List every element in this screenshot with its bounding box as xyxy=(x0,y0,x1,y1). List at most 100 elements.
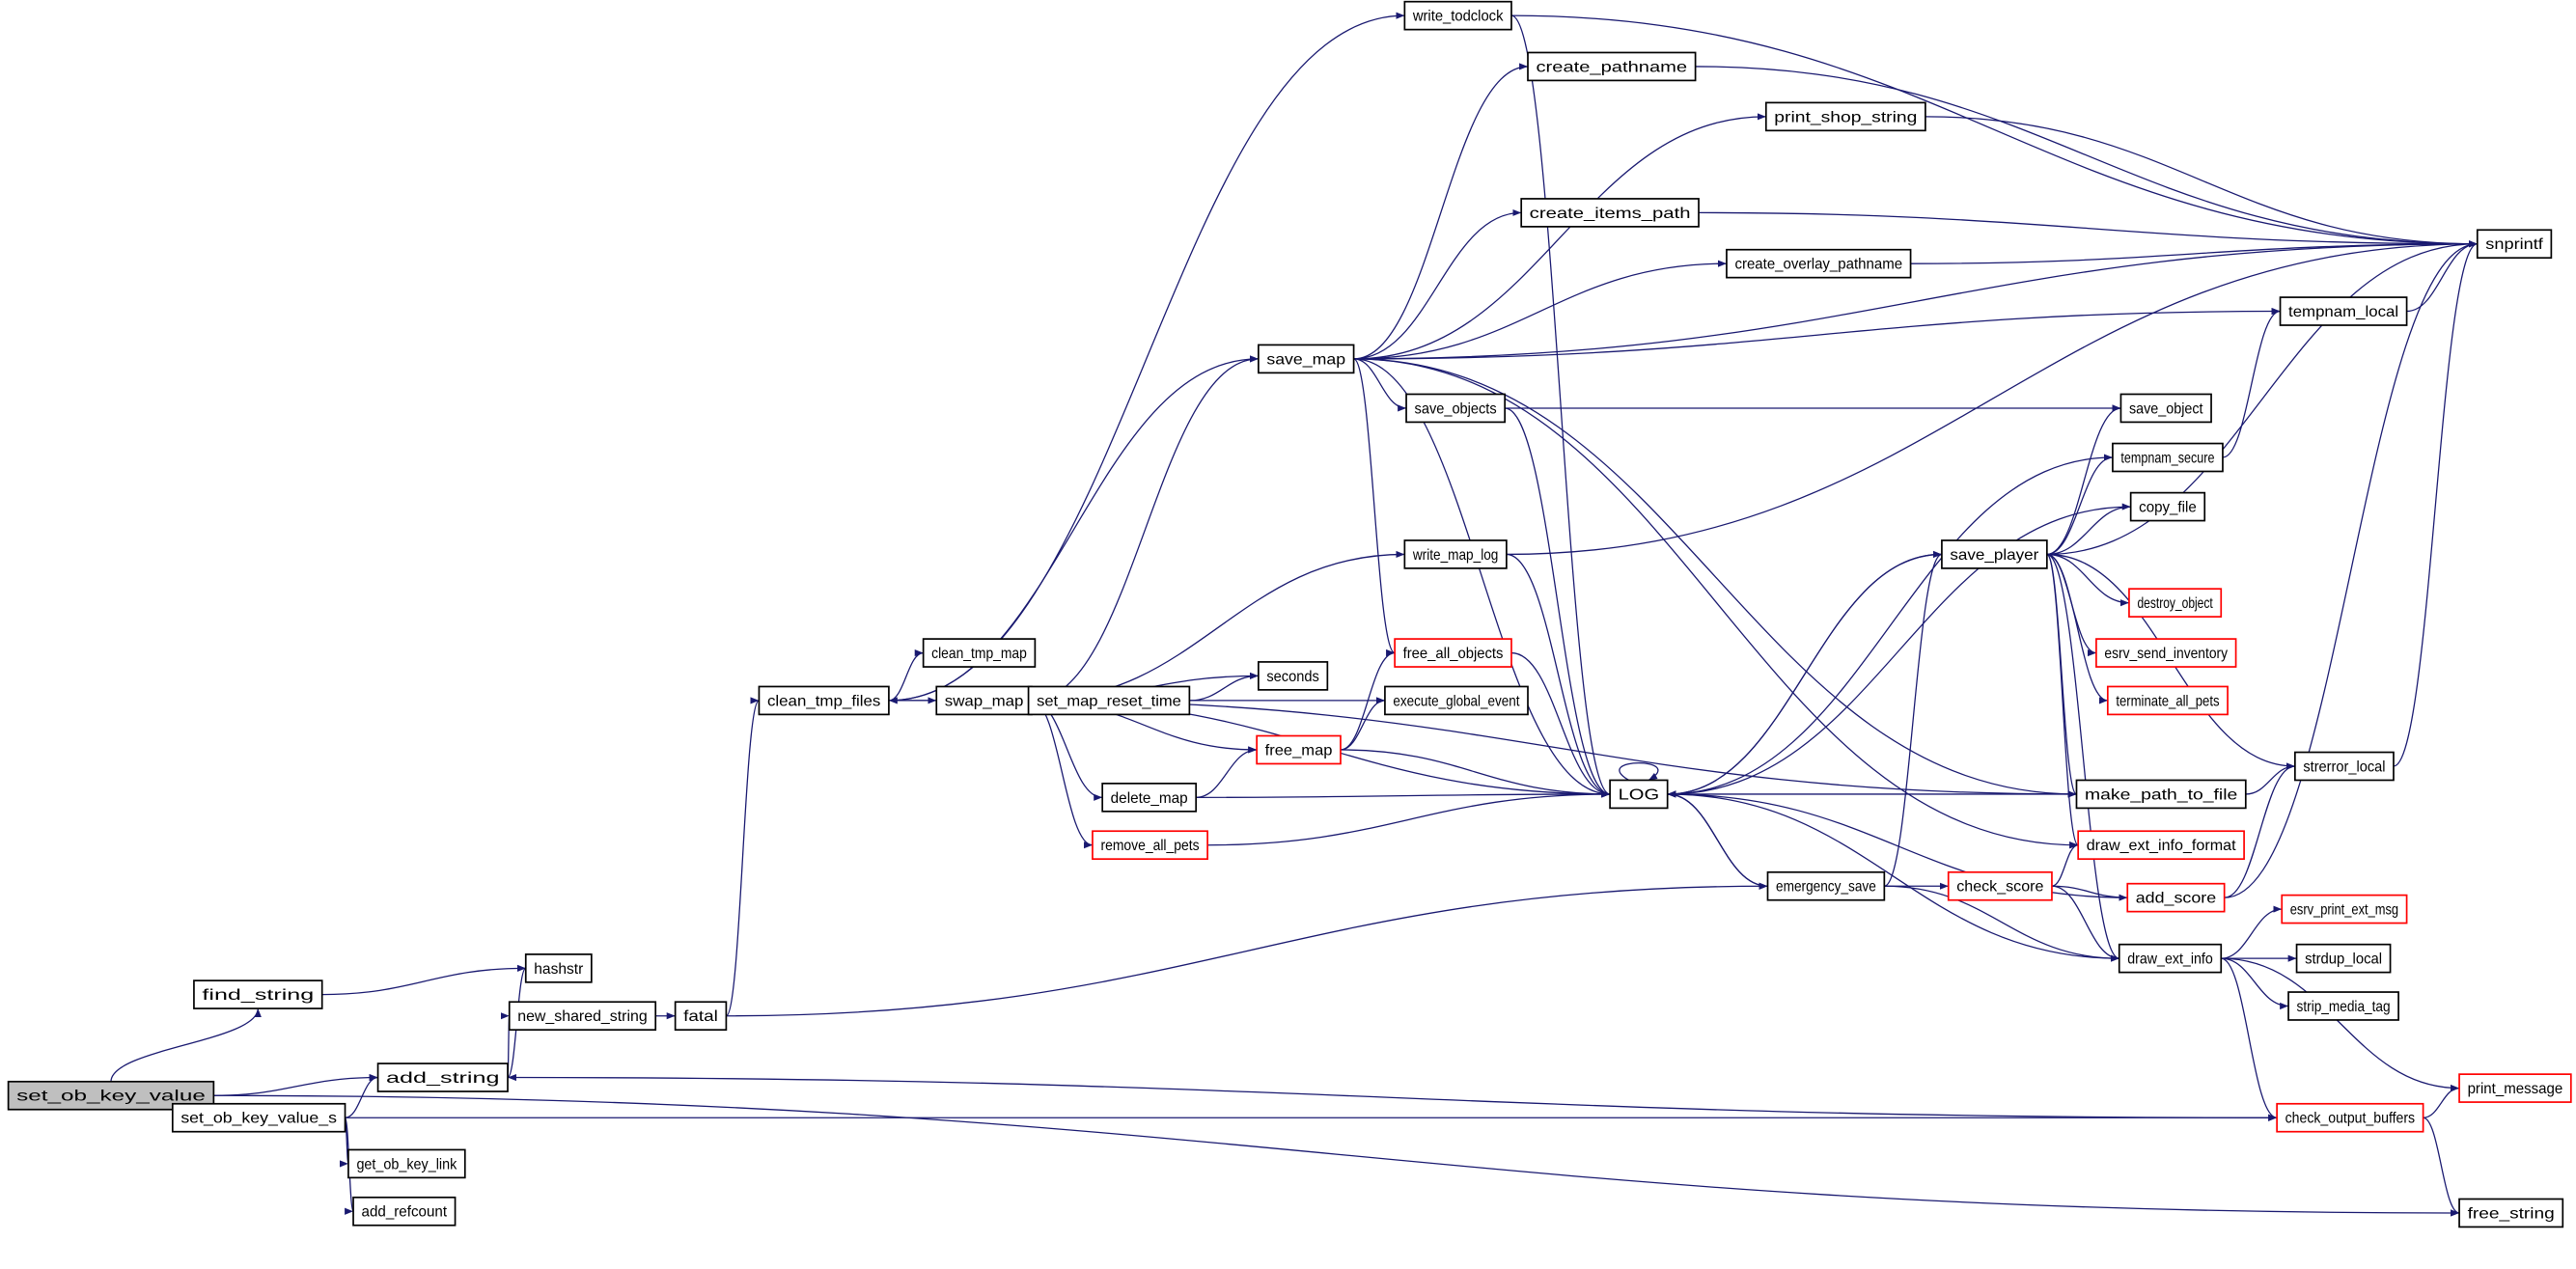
edge-tempnam_secure-to-tempnam_local xyxy=(2222,308,2281,458)
node-label: write_todclock xyxy=(1412,9,1504,25)
node-box xyxy=(1520,198,1700,228)
node-terminate_all_pets[interactable]: terminate_all_pets xyxy=(2106,685,2229,716)
edge-draw_ext_info-to-esrv_print_ext_msg xyxy=(2221,905,2283,959)
node-box xyxy=(758,685,890,716)
edge-draw_ext_info-to-LOG xyxy=(1667,790,2119,959)
node-emergency_save[interactable]: emergency_save xyxy=(1766,870,1886,901)
node-label: hashstr xyxy=(534,961,583,978)
node-box xyxy=(1947,870,2053,901)
node-save_object[interactable]: save_object xyxy=(2119,393,2212,424)
node-copy_file[interactable]: copy_file xyxy=(2129,491,2206,522)
node-add_score[interactable]: add_score xyxy=(2126,882,2226,913)
node-hashstr[interactable]: hashstr xyxy=(524,953,593,983)
node-find_string[interactable]: find_string xyxy=(193,979,323,1009)
node-check_output_buffers[interactable]: check_output_buffers xyxy=(2276,1102,2424,1133)
edge-tempnam_secure-to-LOG xyxy=(1667,456,2113,798)
node-box xyxy=(2075,779,2247,810)
edge-save_map-to-draw_ext_info_format xyxy=(1353,358,2079,849)
edge-save_player-to-make_path_to_file xyxy=(2046,553,2078,798)
node-draw_ext_info_format[interactable]: draw_ext_info_format xyxy=(2077,830,2245,861)
node-create_items_path[interactable]: create_items_path xyxy=(1520,198,1700,228)
node-label: LOG xyxy=(1619,786,1660,803)
node-tempnam_secure[interactable]: tempnam_secure xyxy=(2112,442,2224,473)
edge-swap_map-to-make_path_to_file xyxy=(1031,700,2077,798)
node-strdup_local[interactable]: strdup_local xyxy=(2295,943,2392,974)
node-get_ob_key_link[interactable]: get_ob_key_link xyxy=(347,1148,466,1179)
edge-save_objects-to-LOG xyxy=(1505,407,1611,798)
node-clean_tmp_map[interactable]: clean_tmp_map xyxy=(922,638,1037,668)
node-label: esrv_print_ext_msg xyxy=(2290,902,2398,919)
edge-free_map-to-execute_global_event xyxy=(1340,697,1386,751)
node-box xyxy=(2458,1073,2572,1103)
edge-save_map-to-make_path_to_file xyxy=(1353,358,2077,798)
edge-save_map-to-snprintf xyxy=(1353,240,2478,360)
node-check_score[interactable]: check_score xyxy=(1947,870,2053,901)
node-label: draw_ext_info xyxy=(2127,952,2213,968)
node-draw_ext_info[interactable]: draw_ext_info xyxy=(2118,943,2223,974)
edge-save_map-to-tempnam_local xyxy=(1353,307,2281,360)
edge-tempnam_local-to-snprintf xyxy=(2406,240,2478,313)
node-add_refcount[interactable]: add_refcount xyxy=(352,1196,457,1227)
node-free_map[interactable]: free_map xyxy=(1256,734,1342,765)
node-swap_map[interactable]: swap_map xyxy=(935,685,1033,716)
node-LOG[interactable]: LOG xyxy=(1609,779,1669,810)
node-seconds[interactable]: seconds xyxy=(1258,661,1329,691)
node-box xyxy=(524,953,593,983)
node-label: make_path_to_file xyxy=(2085,786,2237,803)
node-tempnam_local[interactable]: tempnam_local xyxy=(2279,296,2408,326)
node-free_string[interactable]: free_string xyxy=(2458,1198,2564,1228)
node-create_pathname[interactable]: create_pathname xyxy=(1527,51,1697,82)
edge-set_ob_key_value-to-add_string xyxy=(213,1073,378,1096)
node-new_shared_string[interactable]: new_shared_string xyxy=(508,1001,657,1032)
node-box xyxy=(1027,685,1191,716)
edge-write_map_log-to-snprintf xyxy=(1506,240,2478,556)
node-label: esrv_send_inventory xyxy=(2104,646,2228,662)
node-box xyxy=(2276,1102,2424,1133)
edge-add_score-to-snprintf xyxy=(2224,240,2478,898)
node-print_shop_string[interactable]: print_shop_string xyxy=(1764,101,1926,132)
node-esrv_print_ext_msg[interactable]: esrv_print_ext_msg xyxy=(2281,894,2408,924)
edge-save_map-to-LOG xyxy=(1353,358,1611,798)
node-strip_media_tag[interactable]: strip_media_tag xyxy=(2287,991,2399,1021)
node-label: write_map_log xyxy=(1412,547,1498,564)
node-label: save_object xyxy=(2129,400,2203,417)
edge-swap_map-to-save_map xyxy=(1031,355,1259,702)
node-print_message[interactable]: print_message xyxy=(2458,1073,2572,1103)
node-box xyxy=(2119,393,2212,424)
node-esrv_send_inventory[interactable]: esrv_send_inventory xyxy=(2095,638,2237,668)
node-strerror_local[interactable]: strerror_local xyxy=(2294,751,2395,782)
node-label: check_score xyxy=(1956,879,2043,896)
node-save_objects[interactable]: save_objects xyxy=(1405,393,1507,424)
node-write_map_log[interactable]: write_map_log xyxy=(1403,539,1508,569)
node-make_path_to_file[interactable]: make_path_to_file xyxy=(2075,779,2247,810)
node-clean_tmp_files[interactable]: clean_tmp_files xyxy=(758,685,890,716)
node-label: strip_media_tag xyxy=(2297,999,2391,1015)
node-label: create_pathname xyxy=(1537,59,1688,75)
node-label: snprintf xyxy=(2485,236,2543,253)
node-box xyxy=(2476,229,2553,260)
node-set_ob_key_value_s[interactable]: set_ob_key_value_s xyxy=(171,1102,346,1133)
node-box xyxy=(2295,943,2392,974)
node-save_player[interactable]: save_player xyxy=(1941,539,2048,569)
node-save_map[interactable]: save_map xyxy=(1258,344,1355,374)
node-free_all_objects[interactable]: free_all_objects xyxy=(1394,638,1512,668)
edge-delete_map-to-free_map xyxy=(1196,746,1258,798)
node-set_map_reset_time[interactable]: set_map_reset_time xyxy=(1027,685,1191,716)
node-create_overlay_pathname[interactable]: create_overlay_pathname xyxy=(1726,248,1912,279)
node-box xyxy=(1764,101,1926,132)
node-remove_all_pets[interactable]: remove_all_pets xyxy=(1092,830,1208,861)
edge-add_score-to-strerror_local xyxy=(2224,762,2295,898)
node-delete_map[interactable]: delete_map xyxy=(1101,783,1198,813)
node-label: fatal xyxy=(683,1008,718,1025)
node-fatal[interactable]: fatal xyxy=(674,1001,728,1032)
edge-free_map-to-LOG xyxy=(1340,749,1611,798)
node-box xyxy=(2458,1198,2564,1228)
node-destroy_object[interactable]: destroy_object xyxy=(2128,588,2223,618)
node-write_todclock[interactable]: write_todclock xyxy=(1403,0,1512,31)
node-box xyxy=(1405,393,1507,424)
edge-set_map_reset_time-to-seconds xyxy=(1189,672,1259,702)
node-add_string[interactable]: add_string xyxy=(376,1062,509,1092)
node-execute_global_event[interactable]: execute_global_event xyxy=(1384,685,1529,716)
node-snprintf[interactable]: snprintf xyxy=(2476,229,2553,260)
